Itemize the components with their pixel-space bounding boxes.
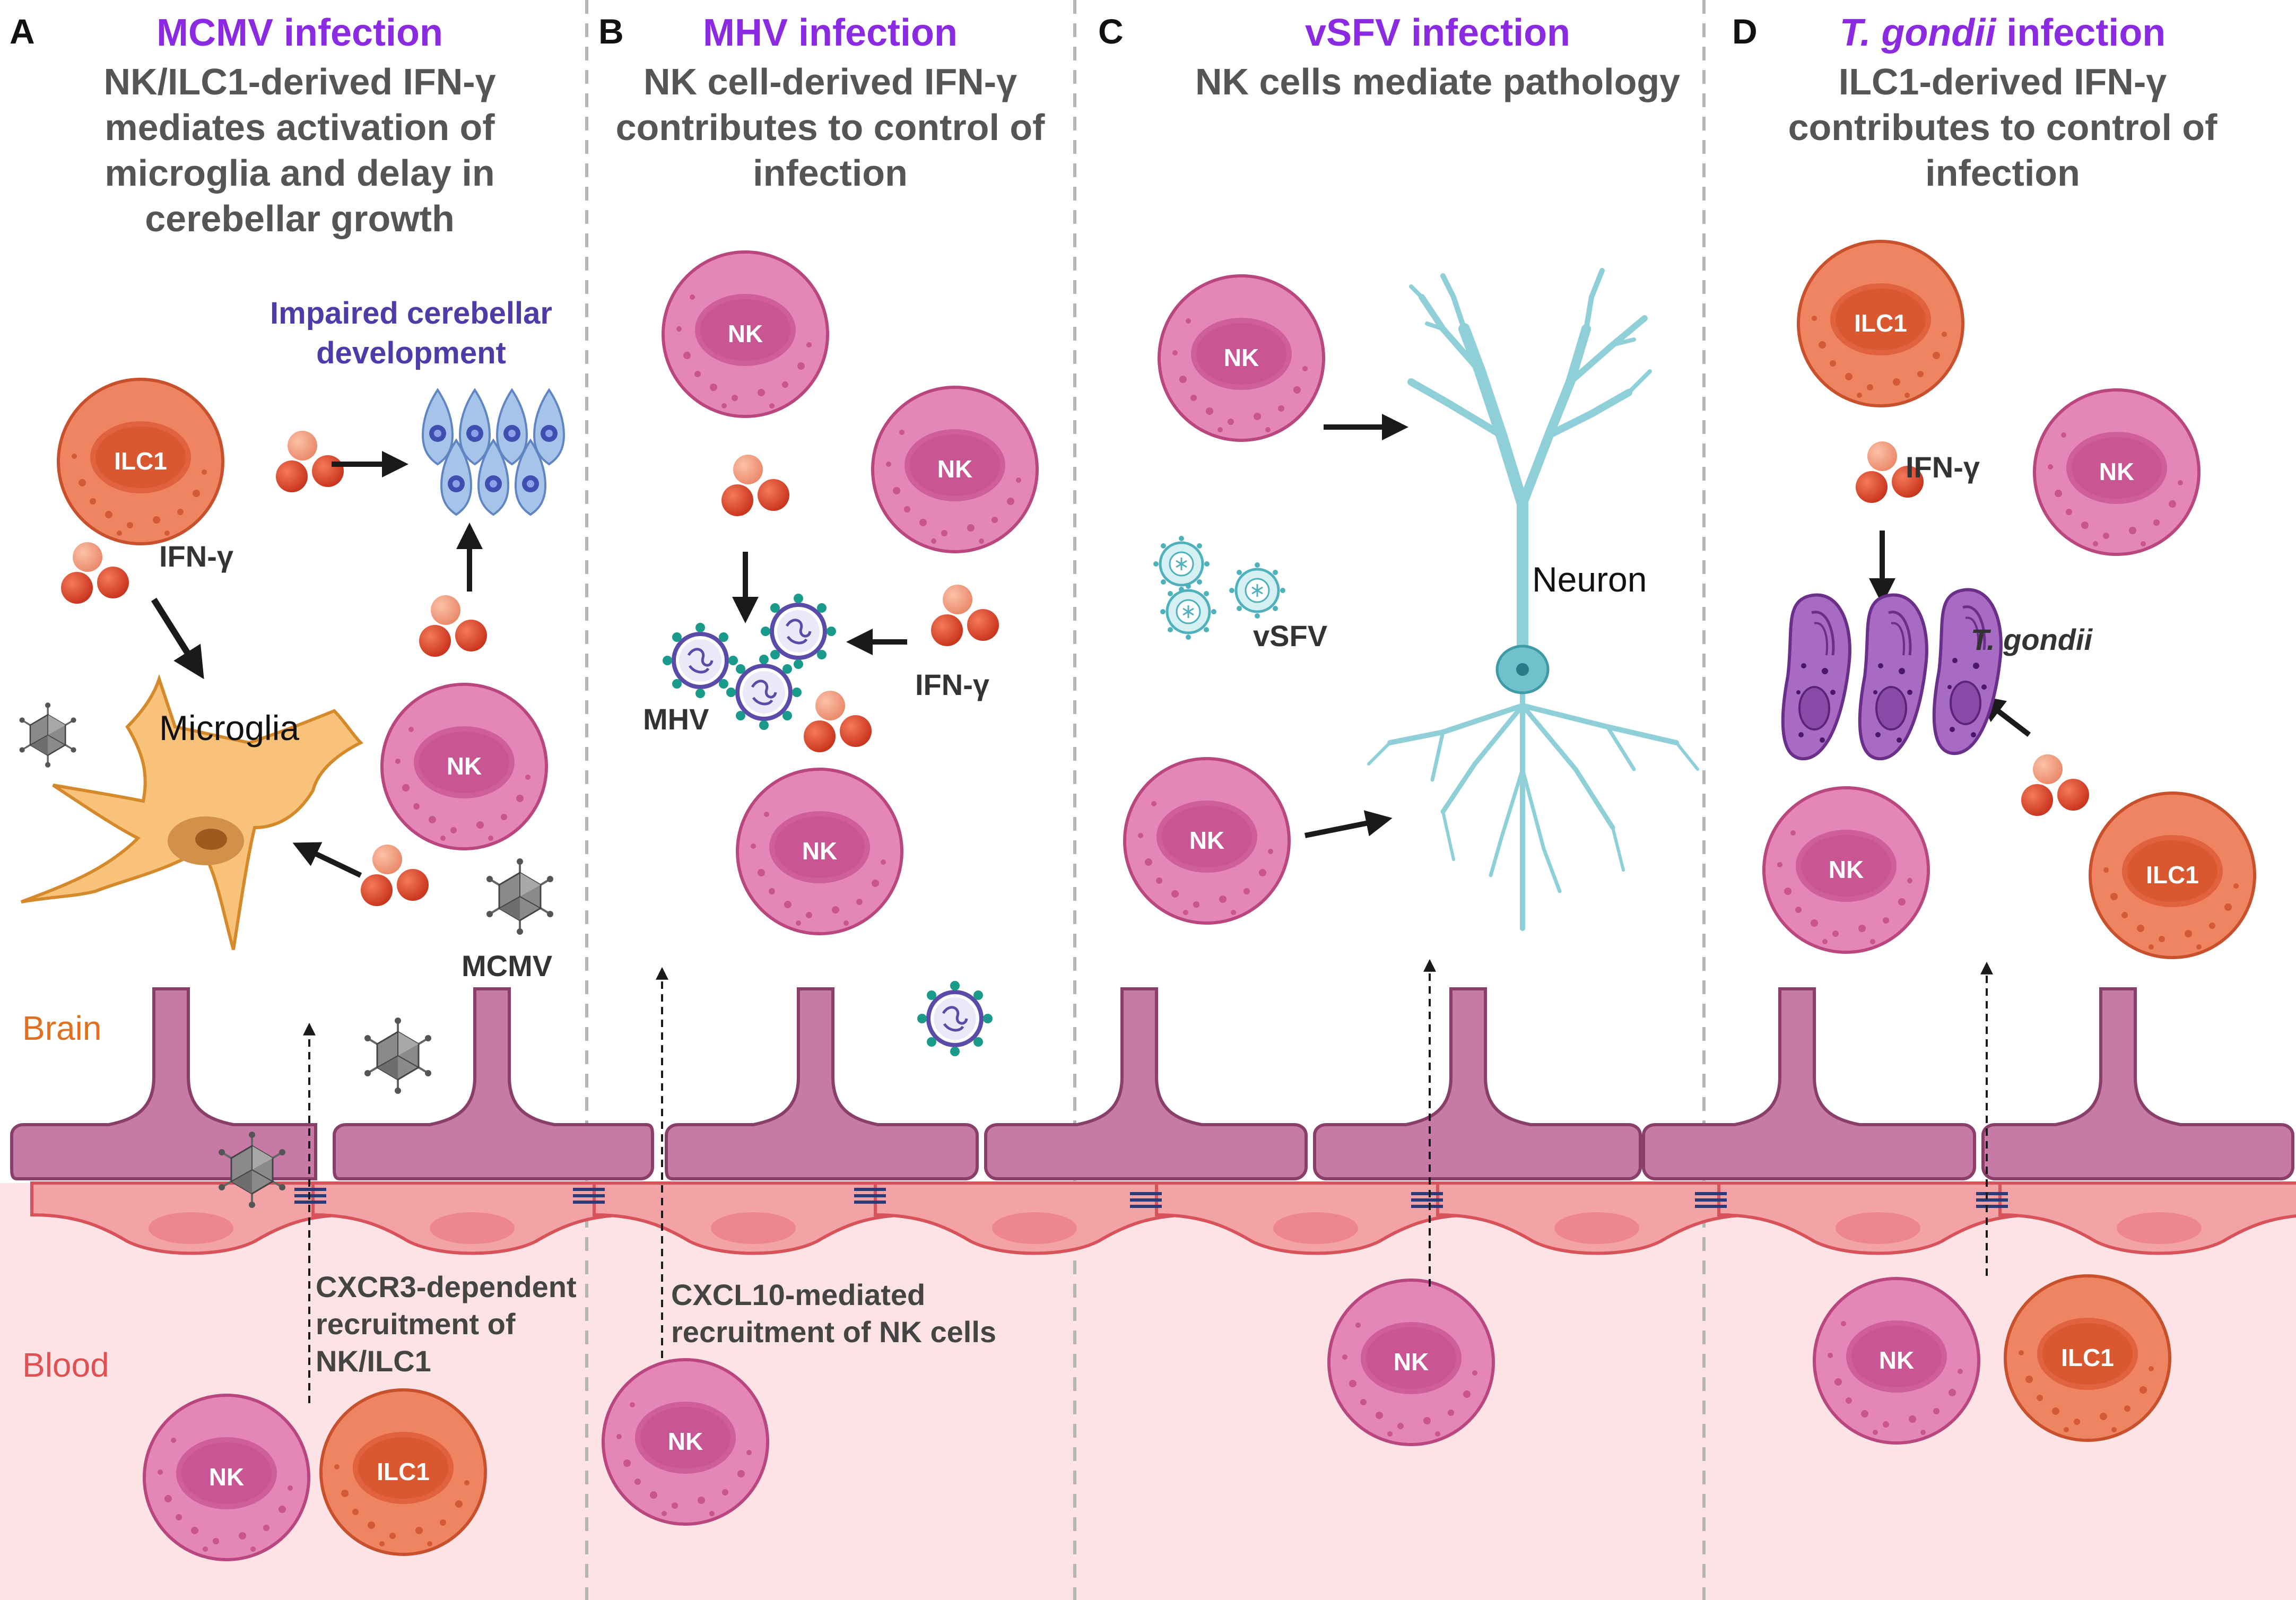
panel-letter-a: A <box>10 12 35 51</box>
microglia-label: Microglia <box>159 708 299 747</box>
svg-text:NK: NK <box>937 455 972 483</box>
mhv-label: MHV <box>643 702 709 736</box>
astrocyte-endfeet <box>10 987 2294 1180</box>
microglia-icon <box>20 674 364 950</box>
panel-c-infection-title: vSFV infection <box>1305 12 1570 54</box>
tgondii-icon <box>1783 590 2001 759</box>
panel-d-infection-title: T. gondii infection <box>1840 12 2166 54</box>
svg-text:ILC1: ILC1 <box>2146 861 2199 889</box>
svg-text:NK cell-derived IFN-γ: NK cell-derived IFN-γ <box>643 61 1017 102</box>
cerebellar-neurons-icon <box>422 389 565 516</box>
svg-text:NK: NK <box>1879 1346 1914 1374</box>
nk-cell-b-blood: NK <box>603 1360 768 1524</box>
nk-cell-a-blood: NK <box>144 1395 309 1560</box>
svg-text:NK: NK <box>1224 344 1259 371</box>
nk-cell-a-brain: NK <box>382 684 546 849</box>
nk-cell-c-blood: NK <box>1329 1280 1493 1445</box>
svg-text:CXCL10-mediated: CXCL10-mediated <box>671 1278 925 1311</box>
ifn-gamma-label-d: IFN-γ <box>1906 450 1980 484</box>
nk-cell-d-blood: NK <box>1814 1279 1979 1443</box>
svg-text:contributes to control of: contributes to control of <box>1788 107 2218 148</box>
impaired-development-label: Impaired cerebellar development <box>270 296 552 370</box>
svg-text:infection: infection <box>753 152 908 194</box>
ilc1-cell-d-blood: ILC1 <box>2005 1276 2170 1440</box>
svg-text:NK: NK <box>1394 1348 1429 1376</box>
svg-text:NK: NK <box>1829 856 1864 883</box>
panel-b-infection-title: MHV infection <box>703 12 958 54</box>
svg-text:NK: NK <box>2099 458 2134 485</box>
svg-text:ILC1: ILC1 <box>2061 1344 2114 1371</box>
svg-text:ILC1: ILC1 <box>1854 309 1907 337</box>
cxcr3-label: CXCR3-dependent recruitment of NK/ILC1 <box>316 1270 577 1378</box>
svg-text:NK cells mediate pathology: NK cells mediate pathology <box>1195 61 1680 102</box>
panel-letter-c: C <box>1098 12 1124 51</box>
panel-b-subtitle: NK cell-derived IFN-γ contributes to con… <box>616 61 1046 194</box>
blood-label: Blood <box>22 1346 109 1384</box>
panel-a-infection-title: MCMV infection <box>156 12 443 54</box>
panel-a-subtitle: NK/ILC1-derived IFN-γ mediates activatio… <box>104 61 496 239</box>
ilc1-cell-d-mid: ILC1 <box>2090 793 2255 958</box>
svg-text:CXCR3-dependent: CXCR3-dependent <box>316 1270 577 1303</box>
nk-cell-b-right: NK <box>873 387 1037 552</box>
arrow-ifn-to-microglia <box>151 597 204 680</box>
cxcl10-label: CXCL10-mediated recruitment of NK cells <box>671 1278 996 1349</box>
panel-c-subtitle: NK cells mediate pathology <box>1195 61 1680 102</box>
svg-text:recruitment of NK cells: recruitment of NK cells <box>671 1315 996 1349</box>
svg-text:development: development <box>316 336 506 370</box>
svg-text:NK: NK <box>728 320 763 347</box>
arrow-drops-to-microglia <box>292 842 362 878</box>
svg-text:NK: NK <box>209 1463 244 1491</box>
svg-text:NK: NK <box>668 1428 703 1455</box>
svg-text:Impaired cerebellar: Impaired cerebellar <box>270 296 552 331</box>
ifn-gamma-label-a: IFN-γ <box>159 540 233 573</box>
arrow-c-mid <box>1304 810 1393 838</box>
svg-text:ILC1: ILC1 <box>377 1458 430 1485</box>
svg-text:NK/ILC1: NK/ILC1 <box>316 1344 431 1378</box>
svg-text:NK/ILC1-derived IFN-γ: NK/ILC1-derived IFN-γ <box>104 61 496 102</box>
panel-letter-b: B <box>598 12 624 51</box>
panel-d-subtitle: ILC1-derived IFN-γ contributes to contro… <box>1788 61 2218 194</box>
brain-label: Brain <box>22 1009 101 1047</box>
vsfv-label: vSFV <box>1253 619 1327 653</box>
svg-text:infection: infection <box>1925 152 2080 194</box>
svg-text:microglia and delay in: microglia and delay in <box>105 152 494 194</box>
nk-cell-c-mid: NK <box>1125 759 1289 923</box>
svg-text:ILC1: ILC1 <box>114 447 167 475</box>
panel-letter-d: D <box>1732 12 1758 51</box>
mcmv-label: MCMV <box>462 949 552 982</box>
nk-cell-d-top: NK <box>2034 390 2199 554</box>
svg-text:ILC1-derived IFN-γ: ILC1-derived IFN-γ <box>1839 61 2167 102</box>
neuron-icon <box>1367 268 1699 931</box>
nk-cell-c-top: NK <box>1159 276 1324 440</box>
ilc1-cell-a-blood: ILC1 <box>321 1390 485 1554</box>
svg-text:NK: NK <box>802 837 837 865</box>
ilc1-cell-d-top: ILC1 <box>1798 241 1963 406</box>
svg-text:mediates activation of: mediates activation of <box>105 107 495 148</box>
svg-text:recruitment of: recruitment of <box>316 1307 516 1341</box>
svg-text:NK: NK <box>1189 827 1224 854</box>
nk-cell-b-top: NK <box>663 252 828 416</box>
tgondii-label: T. gondii <box>1971 623 2093 656</box>
ilc1-cell-a: ILC1 <box>58 379 223 544</box>
ifn-gamma-label-b: IFN-γ <box>915 668 989 701</box>
neuron-label: Neuron <box>1532 560 1647 599</box>
svg-text:contributes to control of: contributes to control of <box>616 107 1046 148</box>
svg-text:cerebellar growth: cerebellar growth <box>145 198 455 239</box>
svg-text:NK: NK <box>447 752 482 780</box>
nk-cell-d-mid: NK <box>1764 788 1928 952</box>
nk-cell-b-bottom: NK <box>737 769 902 934</box>
